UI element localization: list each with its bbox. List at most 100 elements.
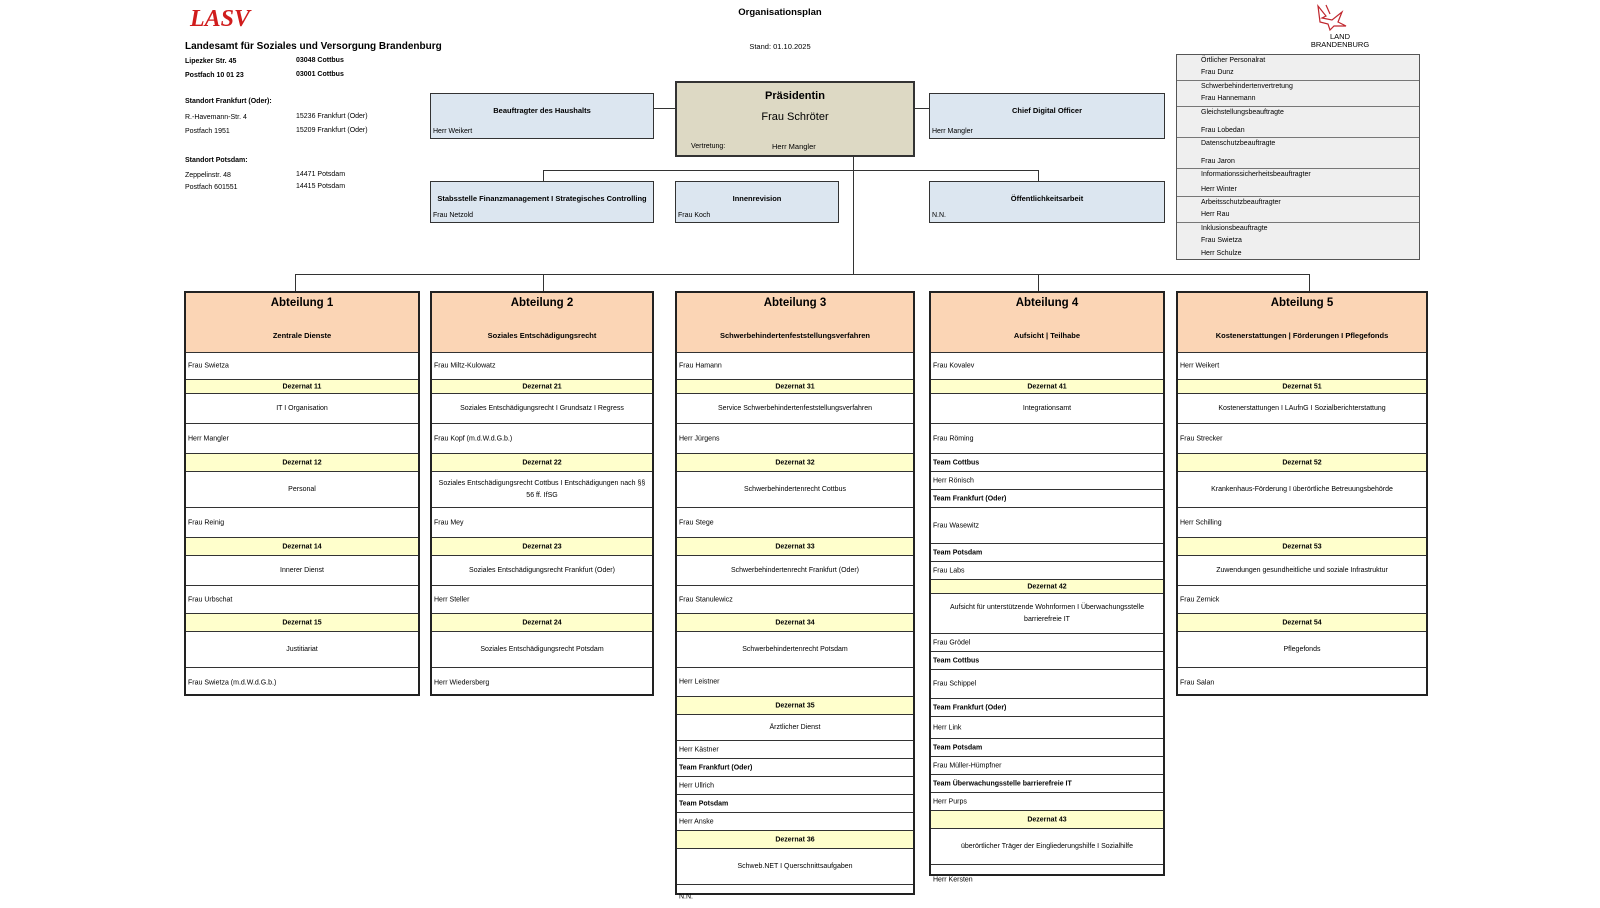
- dezernat-label: Dezernat 35: [775, 702, 815, 709]
- person-name: Frau Stege: [679, 519, 714, 526]
- page-title: Organisationsplan: [738, 7, 822, 18]
- rep-role: Datenschutzbeauftragte: [1201, 140, 1276, 148]
- name-row: Frau Wasewitz: [931, 508, 1163, 544]
- person-name: Frau Röming: [933, 435, 974, 442]
- praesidentin-name: Frau Schröter: [761, 111, 829, 123]
- description-row: Krankenhaus-Förderung I überörtliche Bet…: [1178, 472, 1426, 508]
- abteilung-title: Abteilung 4: [1015, 297, 1079, 309]
- team-row: Team Frankfurt (Oder): [931, 699, 1163, 717]
- person-name: Herr Link: [933, 724, 962, 731]
- praesidentin-box: Präsidentin Frau Schröter Vertretung: He…: [675, 81, 915, 157]
- abteilung-title: Abteilung 3: [763, 297, 827, 309]
- rep-role: Informationssicherheitsbeauftragter: [1201, 171, 1311, 179]
- dezernat-description: Soziales Entschädigungsrecht Cottbus I E…: [438, 479, 646, 499]
- dezernat-label: Dezernat 21: [522, 383, 562, 390]
- name-row: Frau Swietza: [186, 352, 418, 380]
- dezernat-description: Pflegefonds: [1283, 645, 1321, 653]
- lasv-logo: LASV: [190, 6, 251, 32]
- team-row: Team Potsdam: [931, 544, 1163, 562]
- dezernat-label: Dezernat 52: [1282, 459, 1322, 466]
- dezernat-row: Dezernat 14: [186, 538, 418, 556]
- description-row: Aufsicht für unterstützende Wohnformen I…: [931, 594, 1163, 634]
- description-row: Soziales Entschädigungsrecht I Grundsatz…: [432, 394, 652, 424]
- name-row: Frau Swietza (m.d.W.d.G.b.): [186, 668, 418, 697]
- name-row: Frau Schippel: [931, 670, 1163, 699]
- dezernat-description: Justitiariat: [286, 645, 318, 653]
- staff-label: Stabsstelle Finanzmanagement I Strategis…: [437, 194, 647, 203]
- name-row: Herr Steller: [432, 586, 652, 614]
- rep-role: Gleichstellungsbeauftragte: [1201, 108, 1284, 116]
- rep-datenschutz: Datenschutzbeauftragte Frau Jaron: [1177, 138, 1419, 170]
- name-row: Herr Leistner: [677, 668, 913, 697]
- name-row: Frau Reinig: [186, 508, 418, 538]
- name-row: Frau Stanulewicz: [677, 586, 913, 614]
- person-name: Herr Mangler: [188, 435, 229, 442]
- name-row: Herr Wiedersberg: [432, 668, 652, 697]
- connector-line: [543, 170, 544, 181]
- connector-line: [653, 108, 675, 109]
- dezernat-description: Schweb.NET I Querschnittsaufgaben: [737, 862, 853, 870]
- abteilung-header: Abteilung 1 Zentrale Dienste: [186, 293, 418, 353]
- description-row: Soziales Entschädigungsrecht Cottbus I E…: [432, 472, 652, 508]
- rep-role: Schwerbehindertenvertretung: [1201, 82, 1293, 90]
- person-name: Frau Zernick: [1180, 596, 1220, 603]
- dezernat-label: Dezernat 42: [1027, 583, 1067, 590]
- staff-name: Herr Weikert: [433, 128, 473, 135]
- dezernat-row: Dezernat 42: [931, 580, 1163, 594]
- dezernat-row: Dezernat 34: [677, 614, 913, 632]
- rep-name: Frau Jaron: [1201, 157, 1235, 165]
- brandenburg-logo-text: LAND BRANDENBURG: [1300, 33, 1380, 49]
- connector-line: [543, 274, 544, 291]
- dezernat-row: Dezernat 52: [1178, 454, 1426, 472]
- dezernat-row: Dezernat 36: [677, 831, 913, 849]
- rep-arbeitsschutz: Arbeitsschutzbeauftragter Herr Rau: [1177, 197, 1419, 223]
- abteilung-subtitle: Aufsicht | Teilhabe: [1013, 331, 1081, 340]
- org-name: Landesamt für Soziales und Versorgung Br…: [185, 41, 442, 52]
- team-row: Team Überwachungsstelle barrierefreie IT: [931, 775, 1163, 793]
- abteilung-subtitle: Schwerbehindertenfeststellungsverfahren: [719, 331, 871, 340]
- dezernat-label: Dezernat 31: [775, 383, 815, 390]
- connector-line: [295, 274, 296, 291]
- abteilung-title: Abteilung 2: [510, 297, 574, 309]
- dezernat-row: Dezernat 51: [1178, 380, 1426, 394]
- land-logo-line2: BRANDENBURG: [1310, 40, 1370, 49]
- rep-informationssicherheit: Informationssicherheitsbeauftragter Herr…: [1177, 169, 1419, 198]
- name-row: Herr Kästner: [677, 741, 913, 759]
- dezernat-description: Personal: [288, 485, 316, 493]
- vertretung-name: Herr Mangler: [772, 142, 816, 151]
- name-row: Frau Stege: [677, 508, 913, 538]
- dezernat-label: Dezernat 22: [522, 459, 562, 466]
- dezernat-row: Dezernat 12: [186, 454, 418, 472]
- dezernat-description: Soziales Entschädigungsrecht I Grundsatz…: [460, 404, 624, 412]
- dezernat-description: Zuwendungen gesundheitliche und soziale …: [1216, 566, 1388, 574]
- connector-line: [295, 274, 1310, 275]
- name-row: Frau Salan: [1178, 668, 1426, 697]
- person-name: Frau Müller-Hümpfner: [933, 762, 1002, 769]
- dezernat-row: Dezernat 32: [677, 454, 913, 472]
- dezernat-label: Dezernat 32: [775, 459, 815, 466]
- person-name: Frau Mey: [434, 519, 464, 526]
- abteilung-4-column: Abteilung 4 Aufsicht | Teilhabe Frau Kov…: [929, 291, 1165, 883]
- dezernat-description: Service Schwerbehindertenfeststellungsve…: [717, 404, 873, 412]
- abteilung-header: Abteilung 5 Kostenerstattungen | Förderu…: [1178, 293, 1426, 353]
- pdm-street: Zeppelinstr. 48: [185, 172, 231, 179]
- ffo-postfach: Postfach 1951: [185, 128, 230, 135]
- name-row: Herr Weikert: [1178, 352, 1426, 380]
- dezernat-label: Dezernat 14: [282, 543, 322, 550]
- dezernat-description: Soziales Entschädigungsrecht Potsdam: [480, 645, 604, 653]
- team-label: Team Frankfurt (Oder): [679, 764, 753, 771]
- person-name: Frau Wasewitz: [933, 522, 980, 529]
- rep-name: Herr Rau: [1201, 211, 1230, 219]
- person-name: Herr Anske: [679, 818, 714, 825]
- name-row: Herr Kersten: [931, 865, 1163, 894]
- rep-personalrat: Örtlicher Personalrat Frau Dunz: [1177, 55, 1419, 81]
- person-name: Frau Hamann: [679, 362, 722, 369]
- connector-line: [543, 170, 1039, 171]
- name-row: Frau Müller-Hümpfner: [931, 757, 1163, 775]
- abteilung-2-column: Abteilung 2 Soziales Entschädigungsrecht…: [430, 291, 654, 696]
- dezernat-description: Schwerbehindertenrecht Potsdam: [742, 645, 848, 653]
- dezernat-description: Kostenerstattungen I LAufnG I Sozialberi…: [1218, 404, 1386, 412]
- dezernat-label: Dezernat 53: [1282, 543, 1322, 550]
- rep-name: Frau Dunz: [1201, 69, 1234, 77]
- name-row: Herr Schilling: [1178, 508, 1426, 538]
